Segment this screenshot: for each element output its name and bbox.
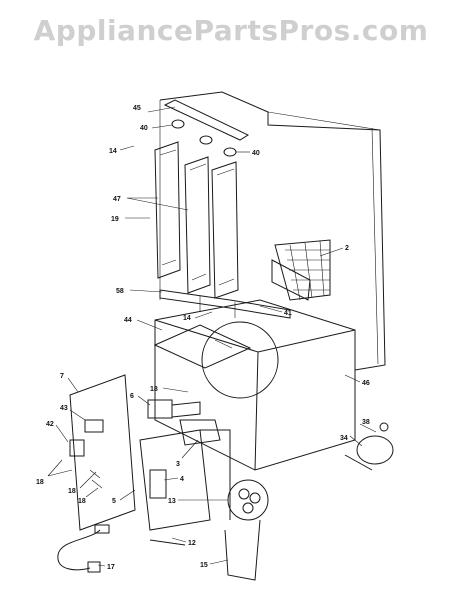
callout-44: 44	[124, 317, 132, 324]
callout-7: 7	[60, 373, 64, 380]
evaporator-plates	[154, 141, 239, 299]
callout-17: 17	[107, 564, 115, 571]
callout-18-left: 18	[36, 479, 44, 486]
callout-45: 45	[133, 105, 141, 112]
callout-5: 5	[112, 498, 116, 505]
callout-58: 58	[116, 288, 124, 295]
callout-15: 15	[200, 562, 208, 569]
callout-2: 2	[345, 245, 349, 252]
callout-14-mid: 14	[183, 315, 191, 322]
cabinet	[154, 91, 386, 471]
callout-40-right: 40	[252, 150, 260, 157]
callout-18-low: 18	[78, 498, 86, 505]
callout-43: 43	[60, 405, 68, 412]
callout-40-top: 40	[140, 125, 148, 132]
watermark-logo: AppliancePartsPros.com	[33, 14, 429, 47]
callout-18-relay: 18	[150, 386, 158, 393]
callout-42: 42	[46, 421, 54, 428]
callout-41: 41	[284, 310, 292, 317]
callout-34: 34	[340, 435, 348, 442]
callout-14-top: 14	[109, 148, 117, 155]
callout-12: 12	[188, 540, 196, 547]
wire-connector	[149, 539, 186, 546]
callout-38: 38	[362, 419, 370, 426]
callout-46: 46	[362, 380, 370, 387]
callout-3: 3	[176, 461, 180, 468]
callout-4: 4	[180, 476, 184, 483]
mounting-bracket	[224, 519, 261, 581]
magnifier-circle	[201, 321, 279, 399]
callout-labels: 45 40 40 14 47 19 2 58 44 14 41 18 6 46 …	[36, 105, 370, 571]
heater-assembly	[139, 419, 231, 531]
lower-bracket	[159, 289, 291, 319]
grid-panel	[271, 239, 331, 301]
top-bracket	[163, 99, 250, 157]
shelf	[153, 324, 252, 369]
callout-18-mid: 18	[68, 488, 76, 495]
relay	[147, 399, 201, 419]
control-panel	[69, 374, 136, 531]
blower-wheel	[227, 479, 269, 521]
leader-lines	[47, 106, 377, 567]
callout-19: 19	[111, 216, 119, 223]
callout-47: 47	[113, 196, 121, 203]
thermostat	[344, 422, 394, 471]
callout-13: 13	[168, 498, 176, 505]
callout-6: 6	[130, 393, 134, 400]
power-cord	[57, 524, 110, 573]
